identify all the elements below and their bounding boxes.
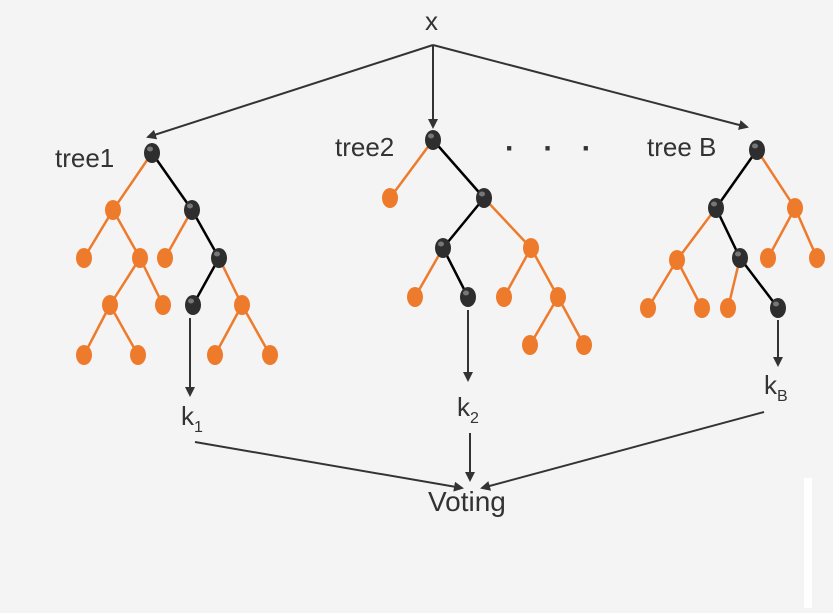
treeB-node (694, 298, 710, 318)
output-k2-base: k (457, 392, 470, 422)
tree1-edge (150, 152, 194, 211)
tree1-node-highlight (188, 298, 194, 304)
tree2-path-node (460, 287, 476, 307)
treeB-path-node (732, 248, 748, 268)
tree2-node (382, 188, 398, 208)
treeB-node (669, 250, 685, 270)
tree1-edge (108, 257, 142, 306)
treeB-path-node (749, 140, 765, 160)
tree2-label: tree2 (335, 132, 395, 162)
tree1-edge (108, 304, 140, 356)
output-k1-base: k (181, 401, 194, 431)
tree1-node (207, 345, 223, 365)
treeB-edge (714, 149, 759, 209)
tree1-node (76, 345, 92, 365)
treeB-label: tree B (647, 132, 717, 162)
tree2-path-node (476, 188, 492, 208)
tree1-edge (240, 304, 272, 356)
treeB-edge (646, 259, 679, 309)
treeB-node (809, 248, 825, 268)
white-strip (804, 478, 812, 608)
tree1-label: tree1 (55, 143, 115, 173)
tree2-node-highlight (479, 191, 485, 197)
vote-arrow-3 (480, 411, 765, 491)
output-k2-sub: 2 (470, 410, 479, 427)
treeB-path-node (708, 198, 724, 218)
output-kB-sub: B (777, 388, 788, 405)
treeB-node (787, 198, 803, 218)
tree2-node (496, 287, 512, 307)
voting-label: Voting (428, 486, 506, 517)
tree1-node-highlight (214, 251, 220, 257)
tree1-node (157, 248, 173, 268)
tree1-path-node (185, 295, 201, 315)
treeB-node-highlight (773, 301, 779, 307)
tree2-edge (388, 139, 435, 199)
tree2-node (523, 238, 539, 258)
treeB-edge (676, 207, 717, 261)
tree2-node (576, 335, 592, 355)
tree2-node-highlight (463, 290, 469, 296)
treeB-node (720, 298, 736, 318)
tree1-node (155, 295, 171, 315)
tree2-node (407, 287, 423, 307)
tree1-edge (111, 152, 154, 211)
tree1-path-node (211, 248, 227, 268)
treeB-edge (766, 207, 797, 259)
tree2-edge (432, 139, 485, 199)
input-arrow-1 (146, 44, 434, 140)
tree1-node (234, 295, 250, 315)
tree1-path-node (184, 200, 200, 220)
tree1-node-highlight (187, 203, 193, 209)
tree1-node (132, 248, 148, 268)
treeB-edge (739, 257, 779, 309)
tree2-path-node (435, 238, 451, 258)
tree1-node (262, 345, 278, 365)
tree1-node (102, 295, 118, 315)
input-label: x (425, 6, 438, 36)
tree1-node-highlight (147, 146, 153, 152)
tree2-node-highlight (438, 241, 444, 247)
ellipsis-label: · · · (505, 132, 602, 165)
input-arrow-3 (432, 44, 749, 130)
tree2-edge (413, 247, 445, 298)
tree2-node (522, 335, 538, 355)
tree1-path-node (144, 143, 160, 163)
treeB-path-node (770, 298, 786, 318)
tree2-node-highlight (428, 133, 434, 139)
output-k1-label: k1 (181, 403, 203, 436)
tree2-node (550, 287, 566, 307)
tree2-edge (483, 197, 532, 249)
treeB-edge (755, 149, 797, 209)
tree1-node (130, 345, 146, 365)
tree1-node (105, 200, 121, 220)
output-k1-sub: 1 (194, 419, 203, 436)
tree1-edge (213, 304, 244, 356)
vote-arrow-1 (194, 441, 464, 492)
treeB-node (760, 248, 776, 268)
output-k2-label: k2 (457, 394, 479, 427)
tree1-node (76, 248, 92, 268)
treeB-node-highlight (752, 143, 758, 149)
treeB-node (640, 298, 656, 318)
output-kB-label: kB (764, 372, 788, 405)
treeB-node-highlight (711, 201, 717, 207)
tree2-path-node (425, 130, 441, 150)
output-kB-base: k (764, 370, 777, 400)
tree1-edge (82, 209, 115, 259)
treeB-node-highlight (735, 251, 741, 257)
tree2-edge (442, 197, 485, 249)
